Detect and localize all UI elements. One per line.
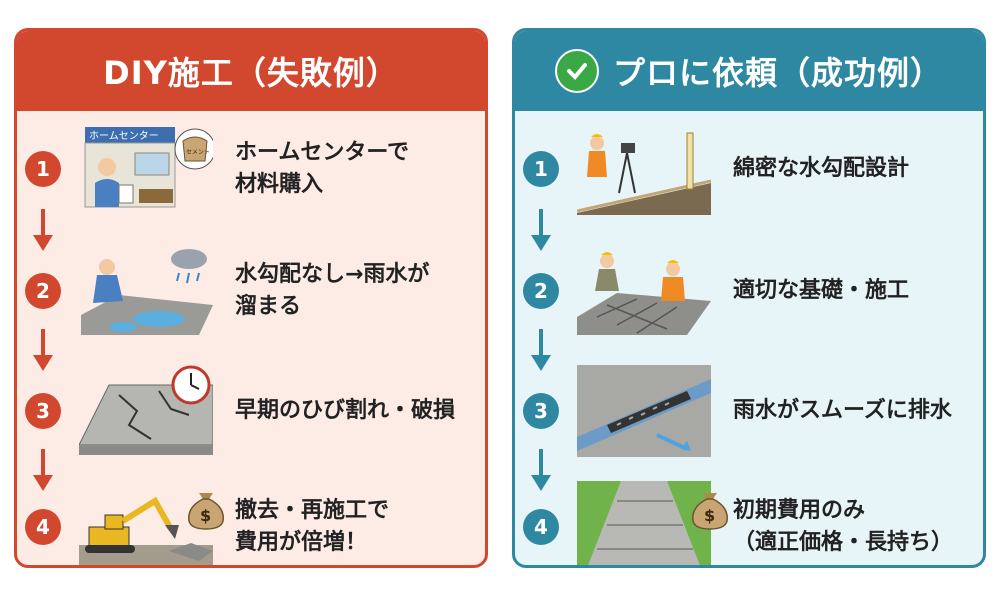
diy-step-4: 4 $ 撤去・再施工で 費用が倍増！ [17, 481, 485, 565]
diy-step-4-text: 撤去・再施工で 費用が倍増！ [235, 481, 477, 565]
diy-panel-title: DIY施工（失敗例） [103, 54, 399, 92]
step-line: 綿密な水勾配設計 [733, 156, 910, 181]
money-symbol: $ [200, 506, 211, 525]
pro-step-4: 4 $ 初期費用のみ （適正価格・長持ち） [515, 481, 983, 565]
drain-icon [577, 365, 711, 457]
cracked-slab-icon [79, 365, 213, 455]
step-line: 撤去・再施工で [235, 498, 390, 523]
excavator-icon [79, 496, 213, 565]
clock-icon [171, 365, 211, 405]
step-number-badge: 4 [523, 509, 559, 545]
down-arrow-icon [531, 329, 551, 371]
step-line: 費用が倍増！ [235, 530, 368, 555]
step-number-badge: 3 [25, 393, 61, 429]
store-sign-text: ホームセンター [89, 130, 159, 142]
workers-icon [577, 252, 711, 335]
pro-panel-title: プロに依頼（成功例） [612, 54, 943, 92]
store-icon: ホームセンター セメント [84, 127, 213, 208]
rain-cloud-icon [171, 249, 207, 284]
diy-panel-header: DIY施工（失敗例） [17, 31, 485, 111]
pro-success-panel: プロに依頼（成功例） 1 綿密な水勾配設計 2 [512, 28, 986, 568]
money-symbol: $ [704, 506, 715, 525]
diy-step-3-text: 早期のひび割れ・破損 [235, 365, 477, 457]
step-line: 早期のひび割れ・破損 [235, 398, 456, 423]
path-icon [577, 481, 711, 565]
pro-step-1: 1 綿密な水勾配設計 [515, 123, 983, 215]
cement-bag-text: セメント [186, 149, 210, 156]
down-arrow-icon [531, 209, 551, 251]
step-line: 初期費用のみ [733, 498, 866, 523]
diy-step-1-text: ホームセンターで 材料購入 [235, 123, 477, 215]
step-line: 適切な基礎・施工 [733, 278, 910, 303]
step-number-badge: 2 [523, 273, 559, 309]
step-line: 溜まる [235, 294, 302, 319]
pro-panel-header: プロに依頼（成功例） [515, 31, 983, 111]
pro-step-2-text: 適切な基礎・施工 [733, 245, 975, 337]
money-bag-icon: $ [188, 493, 224, 530]
step-number-badge: 1 [523, 151, 559, 187]
step-number-badge: 2 [25, 273, 61, 309]
puddle-icon [81, 249, 213, 335]
step-line: 材料購入 [235, 172, 324, 197]
diy-step-2: 2 水勾配なし→雨水が 溜まる [17, 245, 485, 337]
step-line: 雨水がスムーズに排水 [733, 398, 952, 423]
diy-step-2-text: 水勾配なし→雨水が 溜まる [235, 245, 477, 337]
check-icon [554, 49, 599, 93]
step-number-badge: 3 [523, 393, 559, 429]
down-arrow-icon [33, 449, 53, 491]
down-arrow-icon [531, 449, 551, 491]
diy-failure-panel: DIY施工（失敗例） 1 ホームセンター セメント ホームセンターで 材料購入 [14, 28, 488, 568]
cement-bag-icon: セメント [174, 128, 213, 170]
money-bag-icon: $ [692, 493, 728, 530]
down-arrow-icon [33, 209, 53, 251]
step-number-badge: 1 [25, 151, 61, 187]
pro-step-2: 2 適切な基礎・施工 [515, 245, 983, 337]
step-line: 水勾配なし→雨水が [235, 262, 430, 287]
pro-step-3-text: 雨水がスムーズに排水 [733, 365, 975, 457]
pro-step-1-text: 綿密な水勾配設計 [733, 123, 975, 215]
surveyor-icon [577, 132, 711, 215]
diy-step-1: 1 ホームセンター セメント ホームセンターで 材料購入 [17, 123, 485, 215]
step-number-badge: 4 [25, 509, 61, 545]
step-line: ホームセンターで [235, 140, 410, 165]
down-arrow-icon [33, 329, 53, 371]
pro-step-3: 3 雨水がスムーズに排水 [515, 365, 983, 457]
pro-step-4-text: 初期費用のみ （適正価格・長持ち） [733, 481, 975, 565]
diy-step-3: 3 早期のひび割れ・破損 [17, 365, 485, 457]
step-line: （適正価格・長持ち） [733, 530, 954, 555]
